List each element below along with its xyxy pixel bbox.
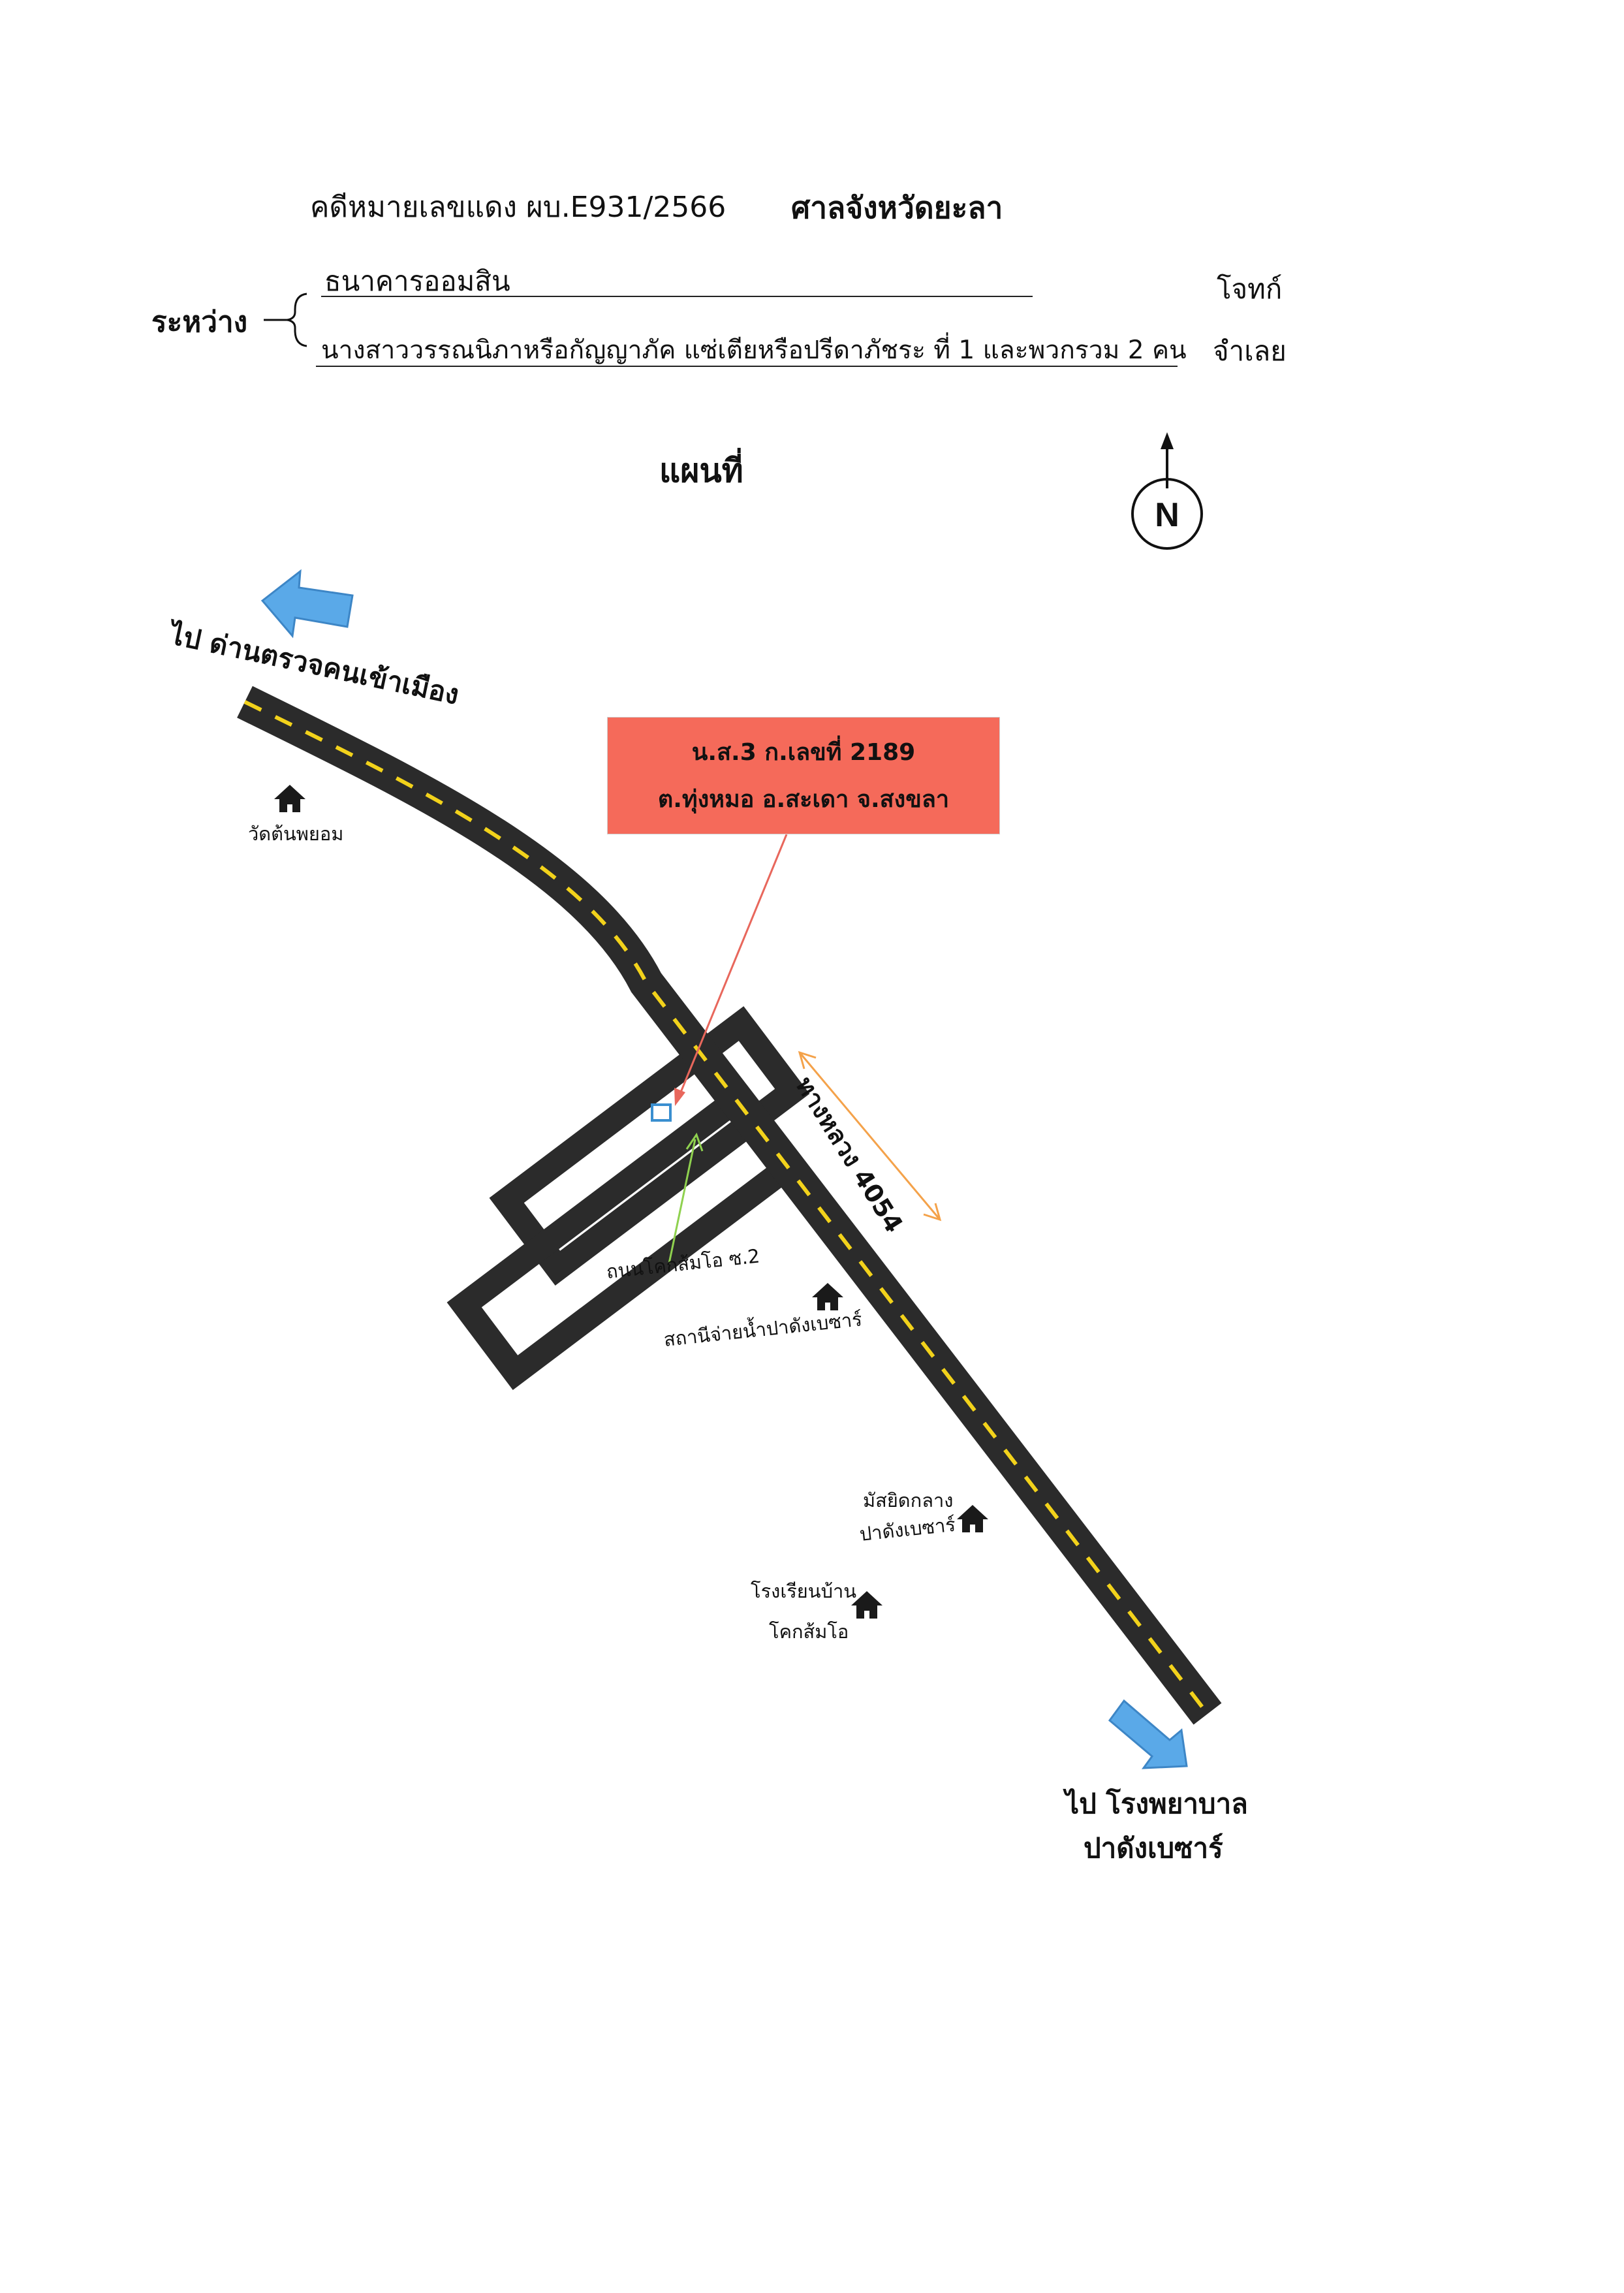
plaintiff-underline bbox=[321, 296, 1033, 297]
side-road-upper bbox=[489, 1006, 810, 1286]
defendant-underline bbox=[316, 366, 1178, 367]
defendant-name: นางสาววรรณนิภาหรือกัญญาภัค แซ่เตียหรือปร… bbox=[321, 336, 1187, 365]
between-brace bbox=[287, 293, 307, 347]
parcel-line1: น.ส.3 ก.เลขที่ 2189 bbox=[691, 739, 916, 766]
landmark-mosque-line1: มัสยิดกลาง bbox=[863, 1489, 954, 1511]
measure-line bbox=[798, 1052, 941, 1220]
destination-southeast-line2: ปาดังเบซาร์ bbox=[1084, 1832, 1223, 1864]
side-road-pointer-head bbox=[685, 1132, 704, 1152]
parcel-info-box: น.ส.3 ก.เลขที่ 2189 ต.ทุ่งหมอ อ.สะเดา จ.… bbox=[607, 717, 1000, 834]
court-name: ศาลจังหวัดยะลา bbox=[791, 190, 1003, 225]
arrow-northwest-icon bbox=[260, 569, 354, 639]
parcel-pointer-head bbox=[674, 1088, 685, 1106]
side-road-pointer bbox=[668, 1139, 696, 1264]
measure-head-start bbox=[798, 1051, 817, 1069]
measure-head-end bbox=[923, 1203, 942, 1222]
landmark-temple: วัดต้นพยอม bbox=[248, 823, 344, 845]
destination-southeast-line1: ไป โรงพยาบาล bbox=[1065, 1788, 1248, 1820]
house-icon bbox=[851, 1591, 882, 1619]
landmark-school-line1: โรงเรียนบ้าน bbox=[751, 1580, 857, 1602]
landmark-water-station: สถานีจ่ายน้ำปาดังเบซาร์ bbox=[663, 1305, 864, 1351]
highway-center-line bbox=[243, 700, 1210, 1715]
parcel-marker bbox=[651, 1103, 672, 1122]
case-number: คดีหมายเลขแดง ผบ.E931/2566 bbox=[310, 191, 726, 224]
plaintiff-name: ธนาคารออมสิน bbox=[324, 265, 510, 297]
house-icon bbox=[957, 1505, 988, 1532]
north-label: N bbox=[1155, 496, 1179, 534]
plaintiff-role: โจทก์ bbox=[1217, 273, 1283, 305]
parcel-line2: ต.ทุ่งหมอ อ.สะเดา จ.สงขลา bbox=[657, 786, 950, 813]
house-icon bbox=[274, 785, 305, 812]
defendant-role: จำเลย bbox=[1213, 335, 1287, 367]
north-arrow-icon: N bbox=[1131, 432, 1203, 550]
landmark-mosque-line2: ปาดังเบซาร์ bbox=[858, 1513, 956, 1545]
destination-northwest: ไป ด่านตรวจคนเข้าเมือง bbox=[164, 618, 461, 711]
map-title: แผนที่ bbox=[659, 452, 743, 490]
between-label: ระหว่าง bbox=[151, 306, 248, 339]
house-icon bbox=[812, 1283, 843, 1310]
arrow-southeast-icon bbox=[1108, 1699, 1188, 1769]
parcel-pointer bbox=[678, 834, 788, 1098]
landmark-school-line2: โคกส้มโอ bbox=[769, 1621, 849, 1643]
